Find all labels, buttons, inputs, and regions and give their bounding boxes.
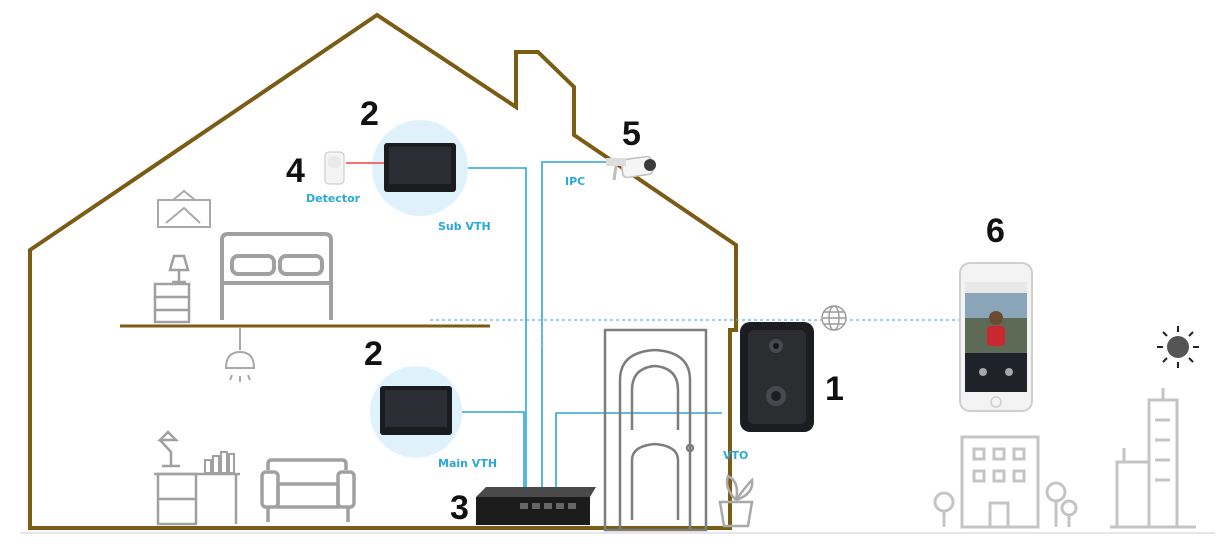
office-building-icon (933, 435, 1078, 529)
ceiling-lamp-icon (224, 328, 256, 382)
callout-number-4: 4 (286, 152, 305, 190)
ipc-label: IPC (565, 175, 585, 188)
callout-number-2-sub: 2 (360, 95, 379, 133)
callout-number-3: 3 (450, 489, 469, 527)
books-icon (204, 451, 235, 474)
globe-icon (821, 305, 847, 331)
door-icon (603, 328, 708, 532)
main-vth-monitor (370, 366, 462, 458)
callout-number-1: 1 (825, 370, 844, 408)
smartphone-icon (959, 262, 1033, 412)
nightstand-icon (153, 254, 191, 324)
detector-icon (324, 151, 384, 185)
vto-device (740, 322, 814, 432)
house-outline (28, 12, 738, 530)
cabling (456, 161, 722, 490)
main-vth-label: Main VTH (438, 457, 497, 470)
desk-icon (154, 430, 240, 526)
callout-number-2-main: 2 (364, 335, 383, 373)
picture-frame-icon (157, 189, 211, 228)
ip-camera-icon (606, 155, 656, 181)
tower-building-icon (1110, 388, 1196, 529)
sub-vth-monitor (372, 120, 468, 216)
sofa-icon (260, 458, 356, 522)
plant-icon (718, 474, 754, 528)
vto-label: VTO (723, 449, 748, 462)
bed-icon (220, 232, 333, 320)
callout-number-5: 5 (622, 115, 641, 153)
wireless-links (430, 319, 960, 350)
callout-number-6: 6 (986, 212, 1005, 250)
sub-vth-label: Sub VTH (438, 220, 491, 233)
sun-icon (1157, 326, 1199, 368)
detector-label: Detector (306, 192, 361, 205)
network-switch (476, 487, 596, 525)
